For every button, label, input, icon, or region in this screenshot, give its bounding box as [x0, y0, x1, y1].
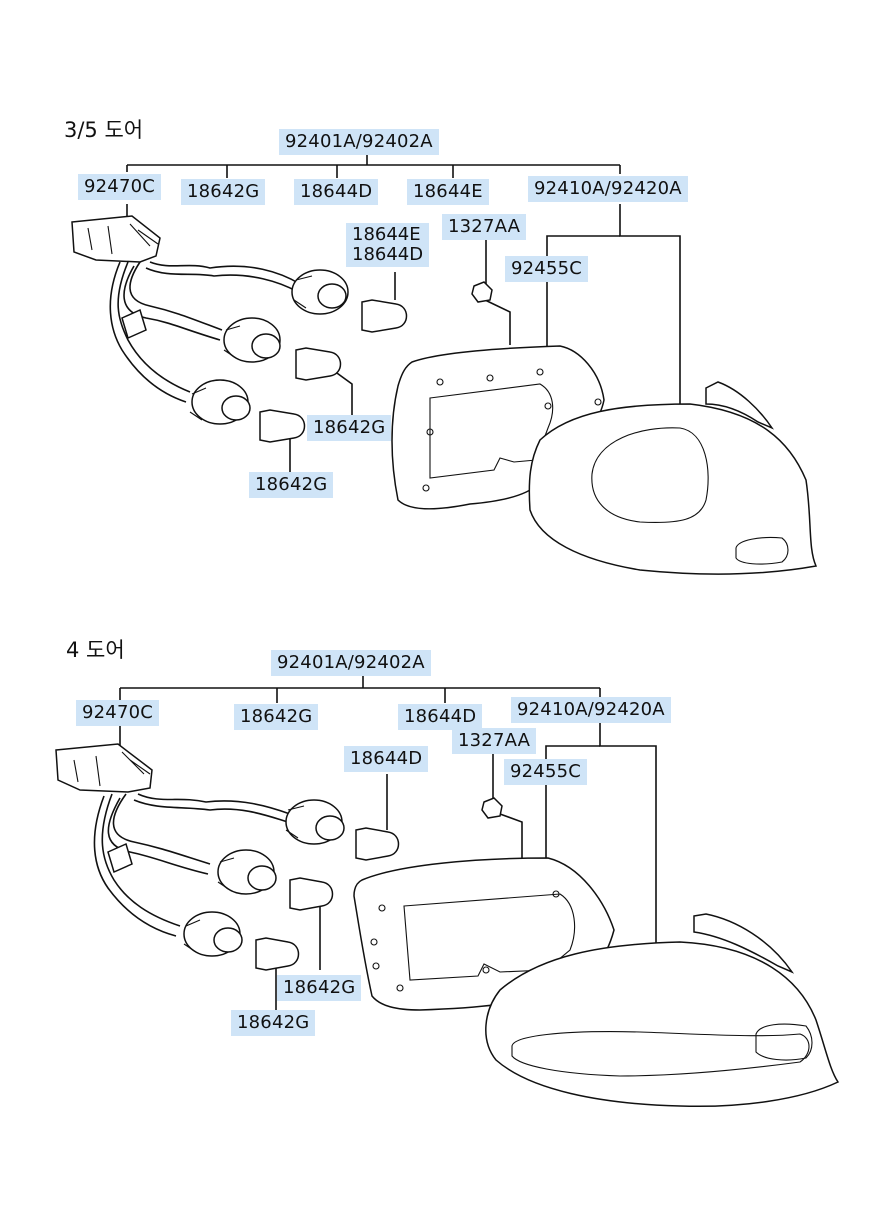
bottom-label-lamp[interactable]: 92410A/92420A	[511, 697, 671, 723]
top-label-bulb-top-2: 18644D	[352, 244, 424, 265]
top-label-gasket[interactable]: 92455C	[505, 256, 589, 282]
bottom-wiring-harness	[55, 743, 345, 957]
bottom-label-harness[interactable]: 92470C	[76, 700, 160, 726]
bottom-bulbs	[255, 797, 503, 971]
top-label-bulb-top-1: 18644E	[352, 224, 421, 245]
bottom-label-bulb-low[interactable]: 18642G	[231, 1010, 316, 1036]
top-label-bulb-low[interactable]: 18642G	[249, 472, 334, 498]
top-tail-lamp	[528, 381, 818, 575]
bottom-diagram-leader-lines	[119, 676, 657, 1010]
bottom-label-bulb-mid[interactable]: 18642G	[277, 975, 362, 1001]
bottom-label-gasket[interactable]: 92455C	[504, 759, 588, 785]
top-label-socket-c[interactable]: 18644E	[407, 179, 489, 205]
top-label-socket-a[interactable]: 18642G	[181, 179, 266, 205]
top-label-harness[interactable]: 92470C	[78, 174, 162, 200]
top-label-bulb-mid[interactable]: 18642G	[307, 415, 392, 441]
top-label-lamp[interactable]: 92410A/92420A	[528, 176, 688, 202]
bottom-label-socket-b[interactable]: 18644D	[398, 704, 483, 730]
bottom-label-socket-a[interactable]: 18642G	[234, 704, 319, 730]
top-label-assembly[interactable]: 92401A/92402A	[279, 129, 439, 155]
top-diagram-title: 3/5 도어	[64, 118, 144, 142]
top-wiring-harness	[71, 215, 349, 425]
top-label-nut[interactable]: 1327AA	[442, 214, 527, 240]
top-label-bulb-top-group[interactable]: 18644E 18644D	[346, 223, 430, 267]
bottom-label-nut[interactable]: 1327AA	[452, 728, 537, 754]
bottom-label-assembly[interactable]: 92401A/92402A	[271, 650, 431, 676]
top-label-socket-b[interactable]: 18644D	[294, 179, 379, 205]
top-bulbs	[259, 281, 493, 443]
bottom-diagram-title: 4 도어	[66, 638, 125, 662]
bottom-label-bulb-top[interactable]: 18644D	[344, 746, 429, 772]
bottom-tail-lamp	[485, 913, 840, 1108]
